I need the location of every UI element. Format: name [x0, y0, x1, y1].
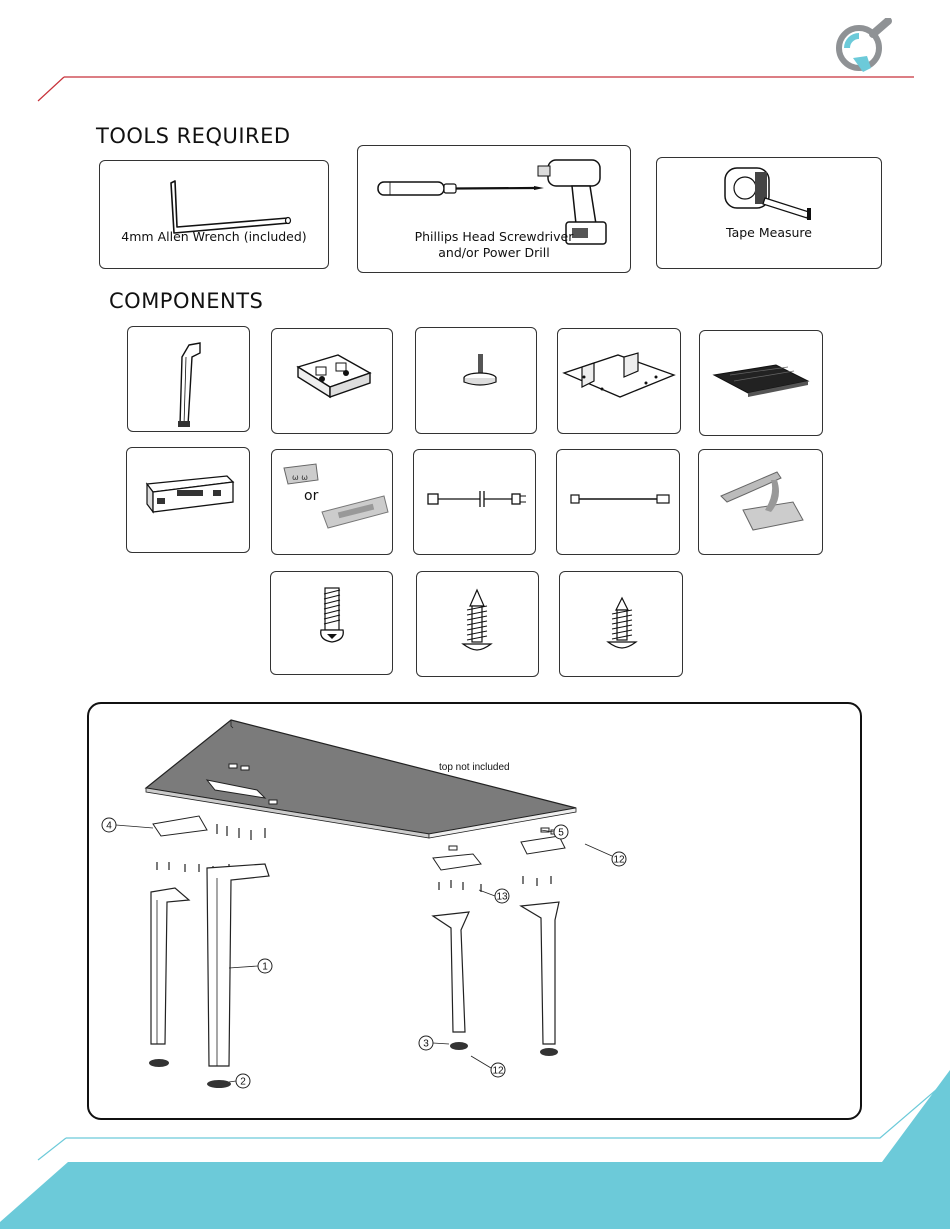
power-cord-icon — [414, 450, 537, 556]
component-control-box — [126, 447, 250, 553]
machine-bolt-icon — [271, 572, 394, 676]
component-wood-screw-small — [559, 571, 683, 677]
tool-card-screwdriver-drill: Phillips Head Screwdriver and/or Power D… — [357, 145, 631, 273]
screwdriver-drill-label-line2: and/or Power Drill — [358, 245, 630, 261]
component-cable-clip — [698, 449, 823, 555]
assembly-diagram: 4 1 2 3 12 13 5 12 top not included — [87, 702, 862, 1120]
component-control-handset: ω ω or — [271, 449, 393, 555]
callout-12-top: 12 — [613, 855, 625, 866]
exploded-view-drawing: 4 1 2 3 12 13 5 12 top not included — [89, 704, 859, 1117]
component-power-cord — [413, 449, 536, 555]
cable-tray-icon — [700, 331, 824, 437]
spacer-block-icon — [272, 329, 394, 435]
tape-measure-icon — [657, 158, 883, 270]
allen-wrench-label: 4mm Allen Wrench (included) — [100, 229, 328, 245]
logo-magnifier-icon — [830, 18, 896, 78]
callout-5: 5 — [558, 828, 564, 839]
component-machine-bolt — [270, 571, 393, 675]
svg-text:ω ω: ω ω — [292, 473, 308, 482]
control-handset-icon: ω ω — [272, 450, 394, 556]
leg-icon — [128, 327, 251, 433]
screwdriver-drill-label-line1: Phillips Head Screwdriver — [358, 229, 630, 245]
mounting-bracket-icon — [558, 329, 682, 435]
top-not-included-note: top not included — [439, 762, 510, 773]
component-handset-or-label: or — [304, 488, 318, 504]
component-spacer-block — [271, 328, 393, 434]
wood-screw-large-icon — [417, 572, 540, 678]
tool-card-allen-wrench: 4mm Allen Wrench (included) — [99, 160, 329, 269]
callout-13: 13 — [496, 892, 508, 903]
allen-wrench-icon — [100, 161, 330, 270]
wood-screw-small-icon — [560, 572, 684, 678]
cable-clip-icon — [699, 450, 824, 556]
tools-required-title: TOOLS REQUIRED — [96, 124, 291, 148]
footer-band — [0, 1070, 950, 1229]
tool-card-tape-measure: Tape Measure — [656, 157, 882, 269]
callout-3: 3 — [423, 1039, 429, 1050]
component-cable-tray — [699, 330, 823, 436]
component-mounting-bracket — [557, 328, 681, 434]
callout-4: 4 — [106, 821, 112, 832]
leveling-foot-icon — [416, 328, 538, 435]
callout-1: 1 — [262, 962, 268, 973]
component-leg — [127, 326, 250, 432]
components-title: COMPONENTS — [109, 289, 263, 313]
extension-cable-icon — [557, 450, 681, 556]
header-rule — [0, 0, 950, 110]
tape-measure-label: Tape Measure — [657, 225, 881, 241]
control-box-icon — [127, 448, 251, 554]
component-wood-screw-large — [416, 571, 539, 677]
component-extension-cable — [556, 449, 680, 555]
component-leveling-foot — [415, 327, 537, 434]
